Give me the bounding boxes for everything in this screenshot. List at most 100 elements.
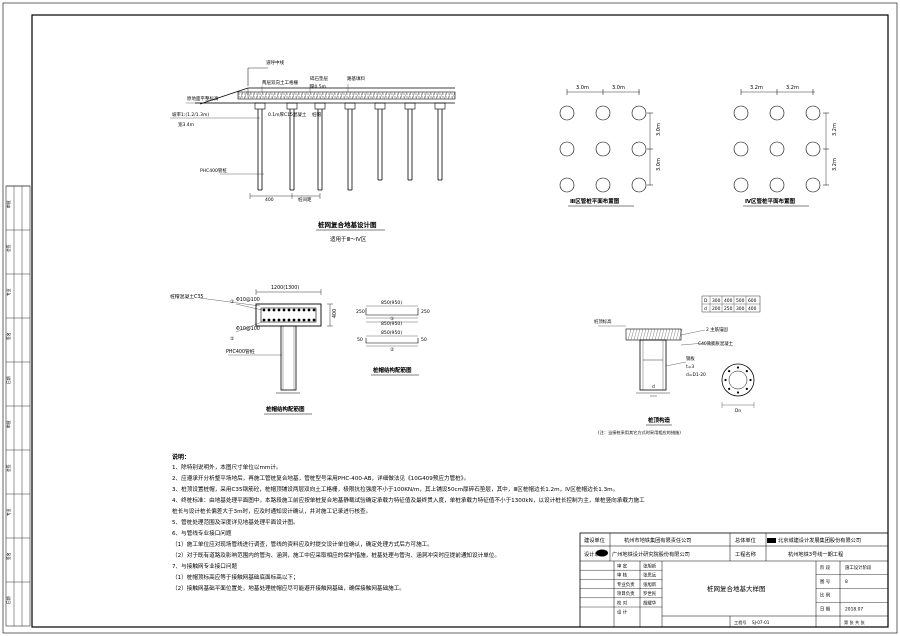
rebar-d2: 850(950) <box>381 321 402 327</box>
role-name: 张旭新 <box>643 563 657 570</box>
pile-spacing-label: 桩间距 <box>298 196 312 203</box>
strip-cell: 审批 <box>6 420 11 428</box>
note-item: 4、终桩标准：由地基处理平面图中，本路段施工前应按单桩复合地基静载试验确定承载力… <box>172 498 645 504</box>
joint-d-label: d <box>652 384 655 390</box>
joint-bar-label: 2 主筋锚固 <box>706 326 728 333</box>
designer-label: 设计单位 <box>584 550 605 558</box>
role-name: 张思远 <box>643 572 657 579</box>
role-name: 胡耀华 <box>643 599 657 606</box>
note-item: 7、与接触网专业接口问题 <box>172 564 238 570</box>
note-item: （2）接触网基础平面位置处，地基处理桩帽应尽可能避开接触网基础，确保接触网基础施… <box>172 586 405 592</box>
cap-detail <box>199 289 333 394</box>
zone4-sx-2: 3.2m <box>786 85 799 91</box>
pile-circle <box>805 105 821 121</box>
joint-dn-label: Dn <box>735 408 741 414</box>
pile-circle <box>631 105 647 121</box>
project-name: 杭州地铁3号线一期工程 <box>788 550 843 558</box>
geogrid-label: 两层双向土工格栅 <box>262 79 298 86</box>
cap-pile-label: PHC400管桩 <box>226 348 255 355</box>
joint-table-cell: 300 <box>736 306 745 312</box>
drawing-no: SJ-07-01 <box>752 620 770 625</box>
zone3-sy-2: 3.0m <box>656 158 662 171</box>
strip-cell: 签名 <box>6 332 11 340</box>
joint-table-cell: d <box>704 306 707 312</box>
joint-top-label: 桩顶标高 <box>594 318 612 325</box>
zone3-sx-1: 3.0m <box>576 85 589 91</box>
zone4-sx-1: 3.2m <box>750 85 763 91</box>
cap-height: 400 <box>332 309 338 318</box>
joint-t-label: t=3 <box>686 364 694 370</box>
rebar-dot <box>745 370 748 373</box>
pile-circle <box>805 177 821 193</box>
designer-name: 广州地铁设计研究院股份有限公司 <box>612 550 690 558</box>
berm-label: 宽3.4m <box>178 121 194 128</box>
note-item: 5、管桩处理范围及深度详见地基处理平面设计图。 <box>172 520 299 526</box>
strip-cell: 签名 <box>6 552 11 560</box>
role-label: 设 计 <box>617 609 628 616</box>
title-block <box>579 532 889 628</box>
sheet-count: 第 张 共 张 <box>844 619 866 626</box>
section-drawing <box>170 67 456 199</box>
pile-circle <box>769 141 785 157</box>
role-label: 审 定 <box>617 563 628 570</box>
cap-mark-2: ② <box>230 336 234 342</box>
role-label: 专业负责 <box>617 581 635 588</box>
embank-label: 路基填料 <box>347 75 365 82</box>
pile-circle <box>559 141 575 157</box>
joint-detail <box>598 295 761 408</box>
gravel-label: 碎石垫层 <box>310 75 328 82</box>
note-item: （2）对于既有道路及影响范围内的管沟、涵洞，施工中应采取相应的保护措施，桩基处理… <box>172 553 500 559</box>
strip-cell: 日期 <box>6 596 11 604</box>
strip-cell: 专业 <box>6 288 11 296</box>
pile-circle <box>631 177 647 193</box>
rebar-s250a: 250 <box>356 309 365 315</box>
project-label: 工程名称 <box>735 550 756 558</box>
right-label: 图 号 <box>820 579 831 585</box>
joint-detail-title: 桩顶构造 <box>648 416 671 424</box>
pile-cap <box>314 102 326 110</box>
strip-cell: 会签 <box>6 464 11 472</box>
pile-circle <box>559 177 575 193</box>
joint-table-cell: 400 <box>748 306 757 312</box>
cap-label: 桩帽 <box>312 111 321 118</box>
zone3-plan <box>559 89 653 193</box>
notes-heading: 说明： <box>172 454 191 461</box>
pile-circle <box>595 141 611 157</box>
right-label: 阶 段 <box>820 564 831 571</box>
zone4-sy-1: 3.2m <box>832 123 838 136</box>
note-item: 2、应遵承开分析整平场地后，再施工管桩复合地基，管桩型号采用PHC-400-AB… <box>172 476 470 482</box>
rebar-mark-2: ② <box>390 347 394 353</box>
joint-table-cell: 200 <box>712 306 721 312</box>
pile-cap <box>434 102 446 110</box>
zone3-title: Ⅲ区管桩平面布置图 <box>570 197 620 205</box>
zone4-title: Ⅳ区管桩平面布置图 <box>745 197 796 205</box>
role-name: 罗世民 <box>643 590 657 597</box>
pile-circle <box>769 105 785 121</box>
strip-cell: 专业 <box>6 508 11 516</box>
note-item: 3、桩顶设置桩帽，采用C35钢筋砼，桩帽顶铺设两层双向土工格栅，极限抗拉强度不小… <box>172 487 619 493</box>
rebar-dot <box>736 391 740 394</box>
strip-cell: 审批 <box>6 200 11 208</box>
builder-name: 杭州市地铁集团有限责任公司 <box>624 536 691 544</box>
joint-plate-label: 钢板 <box>686 355 695 362</box>
tie-label: 0.1m厚C15混凝土 <box>268 111 307 118</box>
joint-table-head: D <box>704 298 708 304</box>
cap-detail-title: 桩帽结构配筋图 <box>266 405 305 413</box>
ground-label: 原地面平整标高 <box>187 95 219 102</box>
role-label: 项目负责 <box>617 590 635 597</box>
pile-circle <box>733 177 749 193</box>
right-label: 日 期 <box>820 606 831 612</box>
rebar-d1: 850(950) <box>381 300 402 306</box>
strip-cell: 会签 <box>6 244 11 252</box>
rebar-dot <box>728 370 731 373</box>
pile-cap <box>404 102 416 110</box>
rebar-mark-1: ① <box>390 316 394 322</box>
strip-cell: 日期 <box>6 376 11 384</box>
cap-concrete-label: 桩帽混凝土C35 <box>170 293 203 300</box>
rebar-s250b: 250 <box>421 309 430 315</box>
gravel-thickness-label: 厚0.5m <box>310 84 326 90</box>
role-label: 审 核 <box>617 572 628 579</box>
role-name: 张旭新 <box>643 581 657 588</box>
